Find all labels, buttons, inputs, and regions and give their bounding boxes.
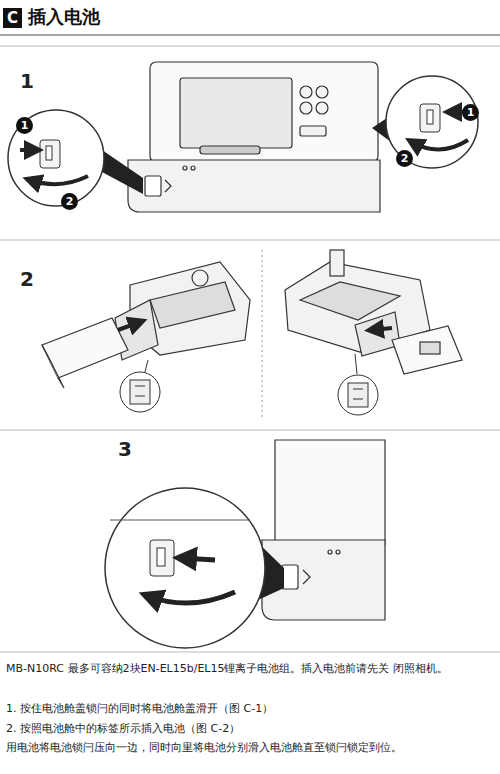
node-text: 2 [66,196,74,207]
step-number: 3 [118,438,132,460]
camera-grip [262,440,385,620]
section-letter: C [3,8,22,28]
camera-grip [128,62,380,212]
zoom-circle [8,110,104,206]
zoom-wedge [102,150,143,194]
header-rule [0,34,500,36]
label-icon [120,360,160,412]
instruction-step: 用电池将电池锁闩压向一边，同时向里将电池分别滑入电池舱直至锁闩锁定到位。 [6,739,494,755]
zoom-circle [105,488,265,648]
node-text: C [7,11,18,26]
panel-rule [0,652,500,653]
label-icon [338,354,378,415]
divider [262,250,263,420]
insert-arrow [118,322,140,330]
insert-arrow [372,328,392,330]
callout-number: 1 [462,104,479,121]
callout-number: 2 [61,193,78,210]
panel-rule [0,46,500,47]
panel-rule [0,240,500,241]
panel-rule [0,430,500,431]
node-text: 2 [401,153,409,164]
body-text: MB-N10RC 最多可容纳2块EN-EL15b/EL15锂离子电池组。插入电池… [6,660,494,677]
callout-number: 1 [16,117,33,134]
node-text: 1 [21,120,29,131]
zoom-circle [386,76,478,168]
battery-chamber [115,262,250,360]
battery [392,326,462,374]
instruction-step: 1. 按住电池舱盖锁闩的同时将电池舱盖滑开（图 C-1） [6,700,494,717]
page-title: 插入电池 [28,5,100,29]
callout-number: 2 [396,150,413,167]
battery [42,318,128,388]
node-text: 1 [467,107,475,118]
step-number: 1 [20,70,34,92]
instruction-step: 2. 按照电池舱中的标签所示插入电池（图 C-2） [6,720,494,737]
step-number: 2 [20,268,34,290]
